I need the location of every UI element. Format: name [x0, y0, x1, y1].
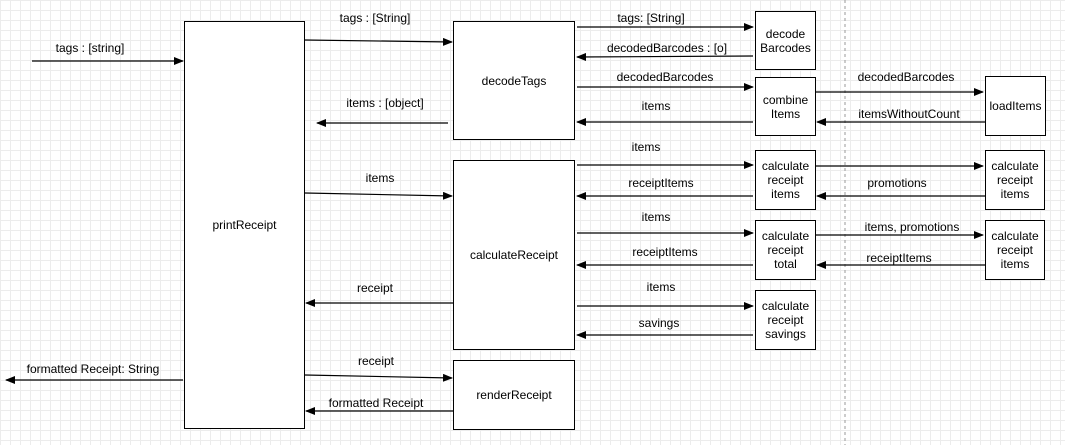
label-formatted-out: formatted Receipt: String [26, 362, 160, 376]
calculate-receipt-box[interactable]: calculateReceipt [453, 160, 575, 350]
calculate-receipt-total-box[interactable]: calculate receipt total [755, 220, 816, 280]
label-decoded-barcodes-back: decodedBarcodes : [o] [606, 41, 728, 55]
label-receipt-back: receipt [356, 281, 394, 295]
total-receipt-items-label: calculate receipt items [991, 229, 1039, 271]
label-items-from-combine: items [641, 99, 671, 113]
label-receipt-to-render: receipt [357, 354, 395, 368]
label-receipt-items-back-1: receiptItems [628, 176, 694, 190]
decode-tags-label: decodeTags [481, 73, 547, 88]
label-decoded-barcodes-to-load: decodedBarcodes [857, 70, 955, 84]
label-receipt-items-back-3: receiptItems [866, 251, 932, 265]
decode-barcodes-box[interactable]: decode Barcodes [755, 11, 816, 70]
print-receipt-box[interactable]: printReceipt [184, 21, 305, 429]
label-items-to-calc: items [365, 171, 395, 185]
label-receipt-items-back-2: receiptItems [632, 245, 698, 259]
decode-tags-box[interactable]: decodeTags [453, 21, 575, 140]
render-receipt-label: renderReceipt [476, 388, 552, 402]
render-receipt-box[interactable]: renderReceipt [453, 360, 575, 430]
arrow-items-to-calc [304, 191, 453, 200]
calculate-receipt-savings-label: calculate receipt savings [761, 299, 810, 341]
arrow-receipt-to-render [304, 373, 453, 382]
label-decoded-barcodes-to-combine: decodedBarcodes [616, 70, 714, 84]
label-items-to-total: items [641, 210, 671, 224]
label-tags-to-barcodes: tags: [String] [617, 11, 685, 25]
label-tags-to-decode: tags : [String] [339, 11, 411, 25]
promo-receipt-items-label: calculate receipt items [991, 159, 1039, 201]
calculate-receipt-items-box[interactable]: calculate receipt items [755, 150, 816, 210]
calculate-receipt-items-label: calculate receipt items [761, 159, 810, 201]
label-promotions: promotions [867, 176, 927, 190]
calculate-receipt-total-label: calculate receipt total [761, 229, 810, 271]
label-items-to-savings: items [646, 280, 676, 294]
total-receipt-items-box[interactable]: calculate receipt items [985, 220, 1045, 280]
calculate-receipt-label: calculateReceipt [469, 248, 559, 262]
combine-items-label: combine Items [762, 92, 809, 121]
label-items-promotions: items, promotions [864, 220, 960, 234]
load-items-label: loadItems [989, 99, 1042, 113]
label-items-back: items : [object] [346, 96, 424, 110]
label-savings: savings [638, 316, 680, 330]
load-items-box[interactable]: loadItems [985, 76, 1046, 136]
decode-barcodes-label: decode Barcodes [760, 26, 811, 55]
label-formatted-back: formatted Receipt [328, 396, 424, 410]
label-items-without-count: itemsWithoutCount [858, 107, 960, 121]
label-items-to-calc-items: items [631, 140, 661, 154]
combine-items-box[interactable]: combine Items [755, 77, 816, 136]
arrow-tags-to-decode [304, 37, 453, 46]
calculate-receipt-savings-box[interactable]: calculate receipt savings [755, 290, 816, 350]
print-receipt-label: printReceipt [212, 218, 277, 232]
promo-receipt-items-box[interactable]: calculate receipt items [985, 150, 1045, 210]
label-tags-in: tags : [string] [55, 41, 125, 55]
arrow-decoded-barcodes-back [576, 52, 754, 61]
